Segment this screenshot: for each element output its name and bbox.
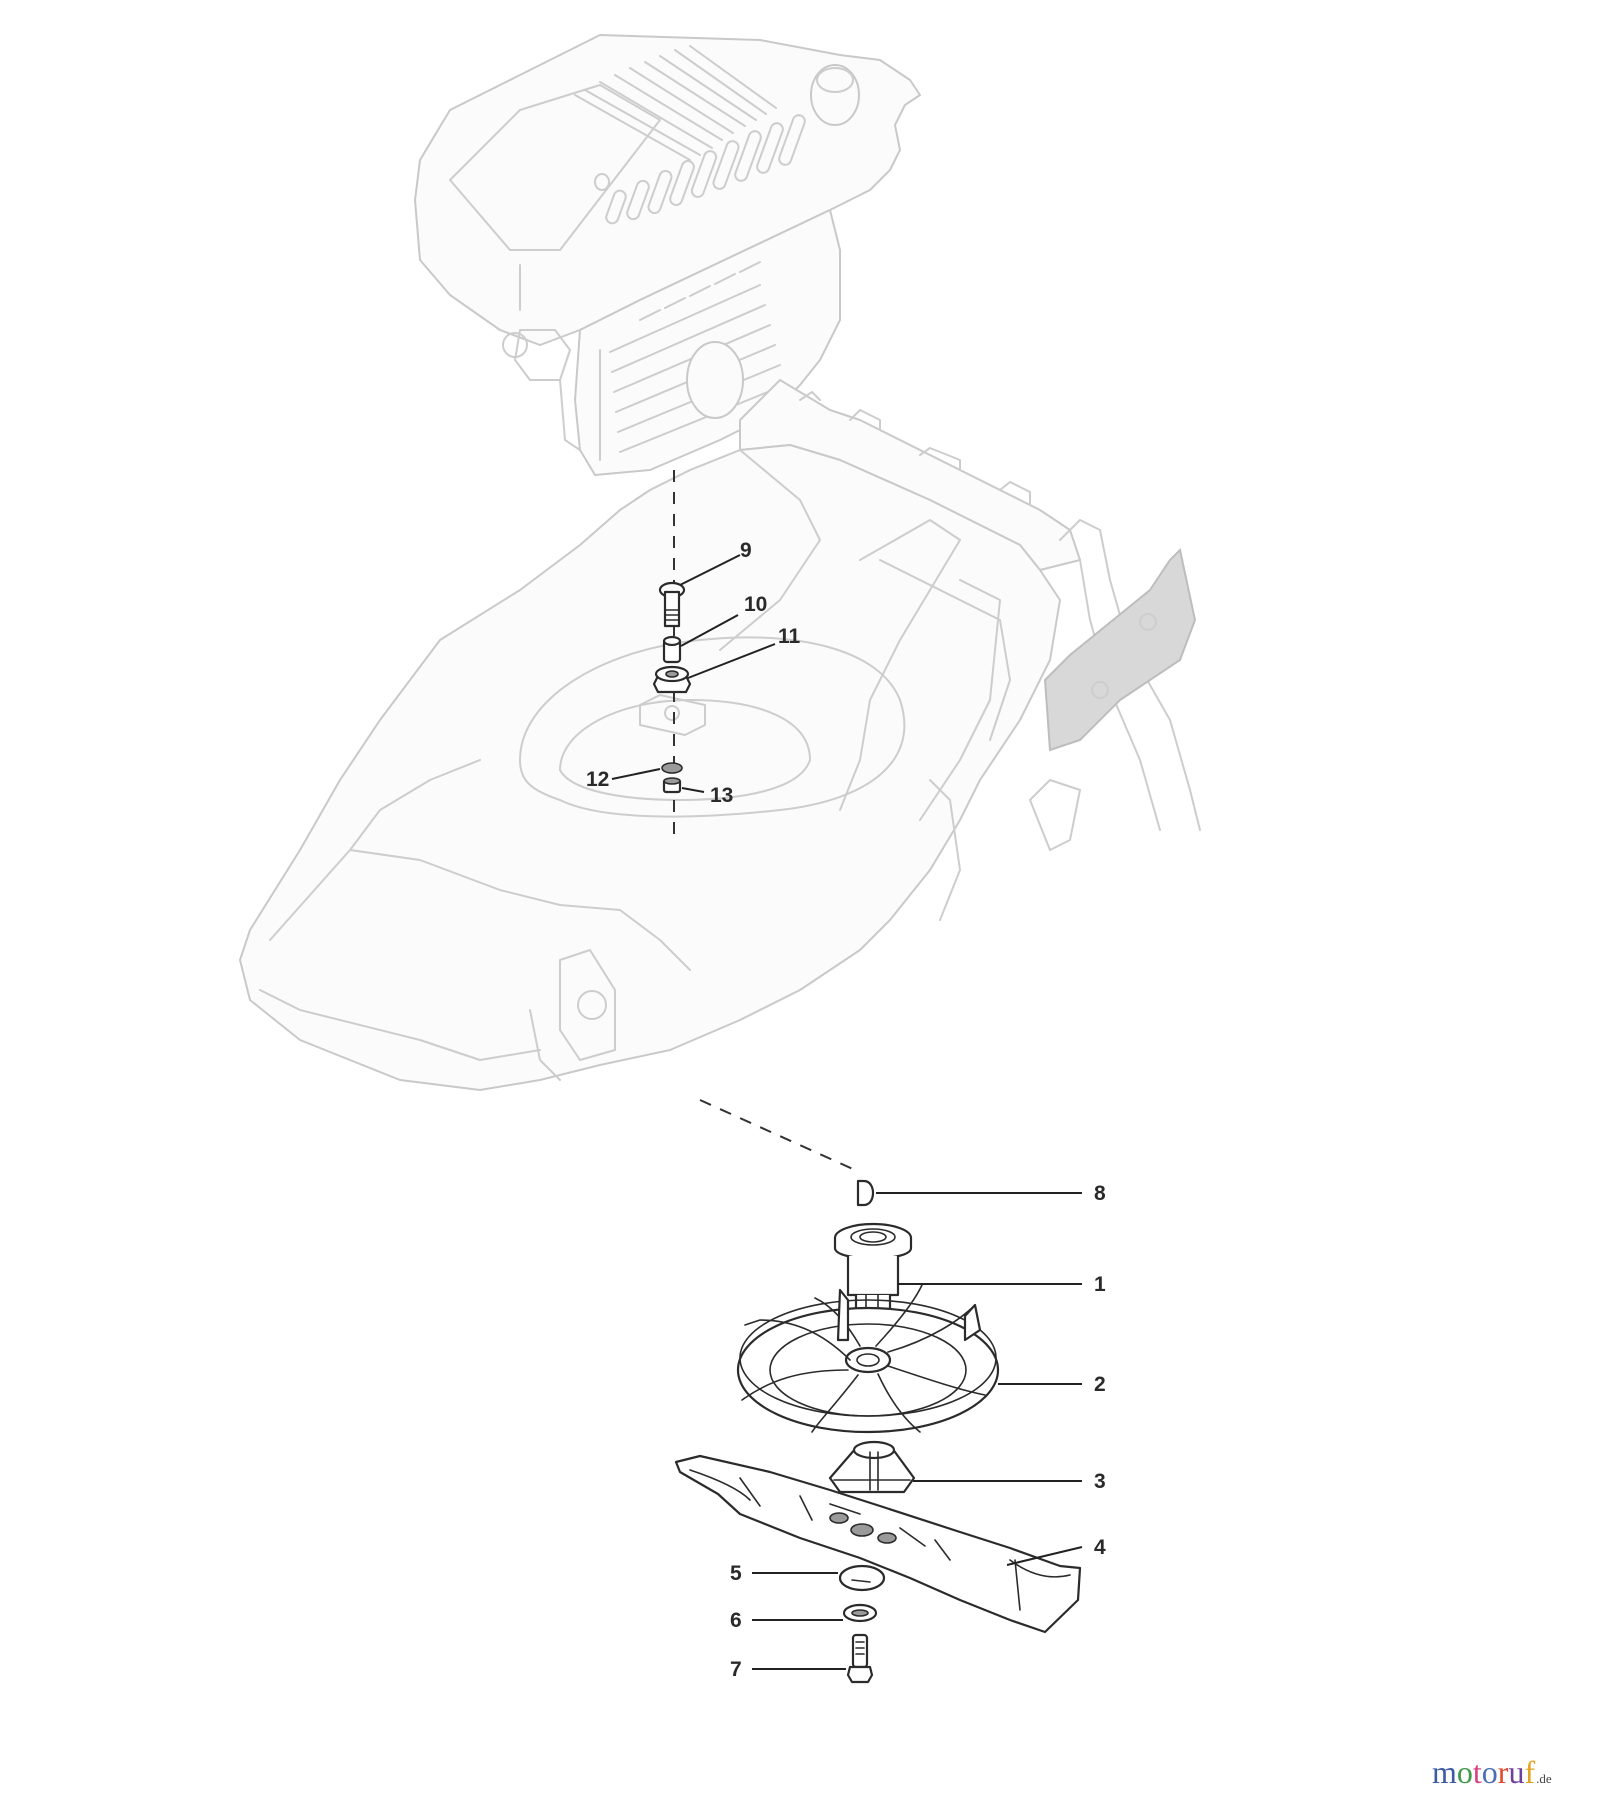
- logo-letter: o: [1481, 1754, 1498, 1790]
- callout-5[interactable]: 5: [730, 1562, 742, 1585]
- callout-10[interactable]: 10: [744, 593, 768, 616]
- callout-4[interactable]: 4: [1094, 1536, 1106, 1559]
- callout-6[interactable]: 6: [730, 1609, 742, 1632]
- flange-nut-11-icon: [652, 665, 692, 694]
- spacer-10-icon: [662, 635, 682, 664]
- washer-12-icon: [661, 762, 683, 774]
- logo-letter: u: [1508, 1754, 1525, 1790]
- fan-impeller-2-icon: [736, 1284, 1000, 1434]
- callout-11[interactable]: 11: [778, 625, 801, 648]
- woodruff-key-8-icon: [856, 1179, 875, 1207]
- lower-axis-line: [699, 1099, 856, 1171]
- motoruf-watermark-logo: motoruf.de: [1432, 1756, 1552, 1788]
- engine-illustration: [414, 34, 921, 476]
- nut-13-icon: [662, 777, 682, 794]
- spring-washer-6-icon: [842, 1603, 878, 1623]
- callout-3[interactable]: 3: [1094, 1470, 1106, 1493]
- mower-blade-4-icon: [674, 1454, 1082, 1634]
- bolt-9-icon: [658, 581, 686, 628]
- mower-deck-illustration: [239, 379, 1201, 1091]
- blade-bolt-7-icon: [846, 1633, 874, 1684]
- callout-2[interactable]: 2: [1094, 1373, 1106, 1396]
- logo-letter: t: [1472, 1754, 1482, 1790]
- logo-letter: r: [1497, 1754, 1509, 1790]
- callout-1[interactable]: 1: [1094, 1273, 1106, 1296]
- callout-8[interactable]: 8: [1094, 1182, 1106, 1205]
- blade-holder-3-icon: [828, 1440, 916, 1494]
- callout-12[interactable]: 12: [586, 768, 610, 791]
- callout-7[interactable]: 7: [730, 1658, 742, 1681]
- logo-tld: .de: [1536, 1771, 1552, 1786]
- logo-letter: o: [1456, 1754, 1473, 1790]
- callout-13[interactable]: 13: [710, 784, 734, 807]
- cup-washer-5-icon: [838, 1564, 886, 1592]
- callout-9[interactable]: 9: [740, 539, 752, 562]
- logo-letter: f: [1524, 1754, 1536, 1790]
- logo-letter: m: [1432, 1754, 1457, 1790]
